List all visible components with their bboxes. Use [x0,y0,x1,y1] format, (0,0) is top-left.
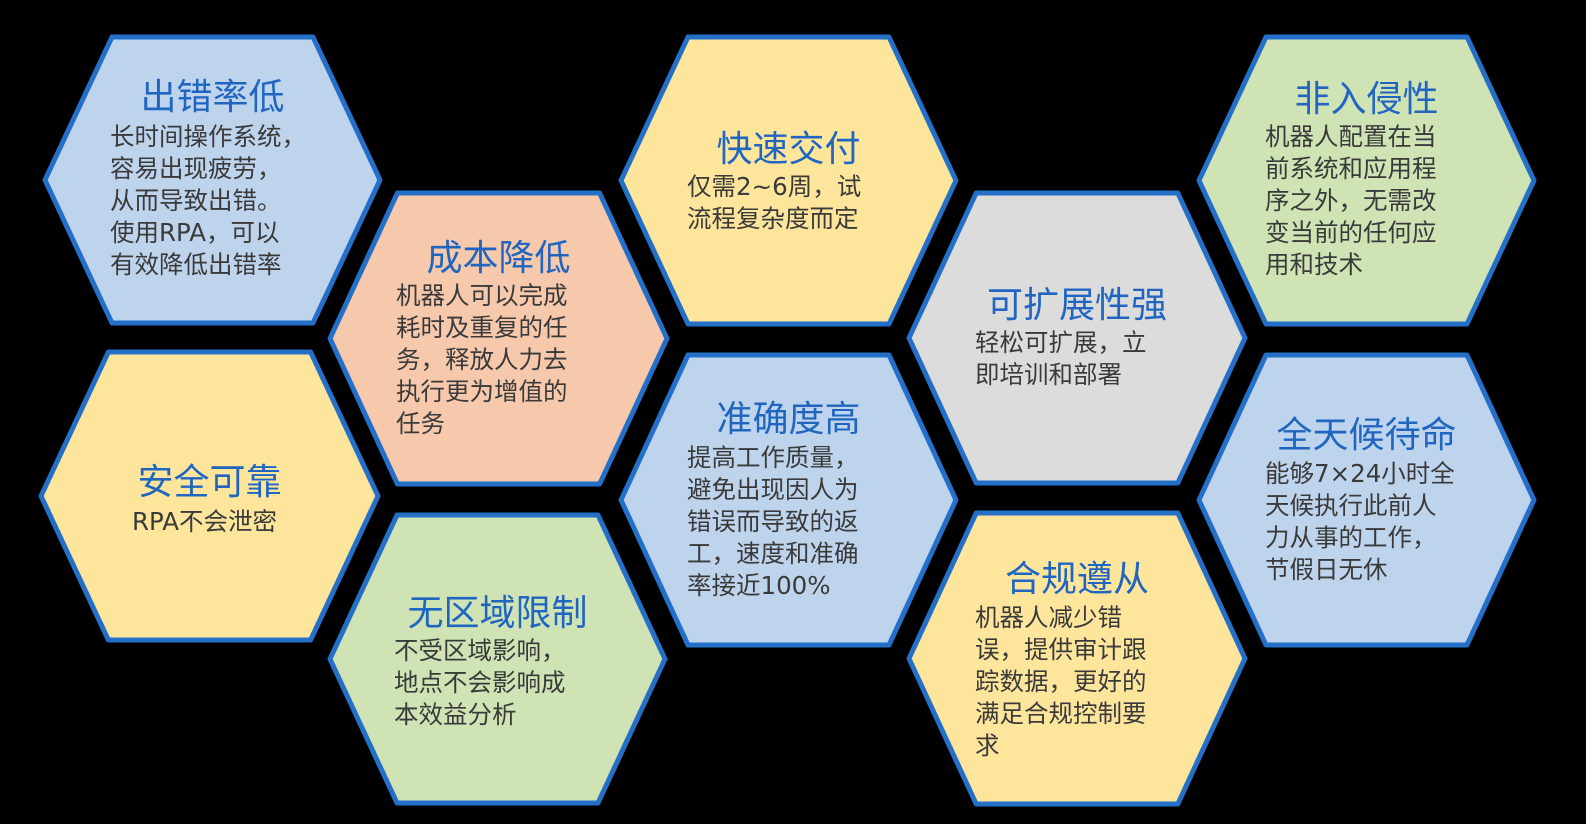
hex-cost-reduce: 成本降低 机器人可以完成 耗时及重复的任 务，释放人力去 执行更为增值的 任务 [330,193,667,484]
hex-body-line: 工，速度和准确 [687,539,859,568]
hexagon-no-region [327,512,668,806]
hexagon-cost-reduce [327,190,670,487]
hex-body-line: 轻松可扩展，立 [975,328,1147,357]
hex-body-line: 天候执行此前人 [1265,491,1437,520]
hex-title: 准确度高 [716,399,861,440]
hex-body-line: 变当前的任何应 [1265,218,1437,247]
hexagon-compliance [906,510,1248,807]
hex-body-line: 不受区域影响， [394,636,566,665]
hex-body-line: 从而导致出错。 [110,186,282,215]
hex-title: 快速交付 [716,129,861,170]
hex-body: 能够7×24小时全 天候执行此前人 力从事的工作， 节假日无休 [1265,458,1455,586]
hexagon-safe [38,349,381,643]
hex-body-line: 序之外，无需改 [1265,186,1437,215]
hex-body-line: 使用RPA，可以 [110,218,280,247]
hex-body-line: 满足合规控制要 [975,699,1147,728]
hex-title: 出错率低 [140,77,285,118]
hex-body: 仅需2~6周，试 流程复杂度而定 [687,171,861,235]
hexagon-non-invasive [1196,34,1537,327]
hex-body-line: 容易出现疲劳， [110,154,282,183]
hex-compliance: 合规遵从 机器人减少错 误，提供审计跟 踪数据，更好的 满足合规控制要 求 [909,513,1245,804]
hex-body-line: 求 [975,731,1000,760]
hex-body-line: 地点不会影响成 [394,668,566,697]
hex-body-line: 率接近100% [687,571,831,600]
hex-title: 成本降低 [426,238,571,279]
hex-title: 合规遵从 [1004,559,1149,600]
hex-body-line: 耗时及重复的任 [396,313,568,342]
hexagon-scalable [906,190,1248,486]
hex-title: 安全可靠 [137,462,282,503]
hex-fast-delivery: 快速交付 仅需2~6周，试 流程复杂度而定 [621,37,956,324]
hex-body: 不受区域影响， 地点不会影响成 本效益分析 [394,635,566,731]
hex-no-region: 无区域限制 不受区域影响， 地点不会影响成 本效益分析 [330,515,665,803]
hex-body-line: 长时间操作系统， [110,122,306,151]
hex-body: RPA不会泄密 [132,506,277,538]
hex-safe: 安全可靠 RPA不会泄密 [41,352,378,640]
hex-body: 机器人配置在当 前系统和应用程 序之外，无需改 变当前的任何应 用和技术 [1265,121,1437,281]
hexagon-always-on [1196,352,1537,648]
hex-title: 可扩展性强 [986,285,1167,326]
hex-body-line: 能够7×24小时全 [1265,459,1455,488]
hex-non-invasive: 非入侵性 机器人配置在当 前系统和应用程 序之外，无需改 变当前的任何应 用和技… [1199,37,1534,324]
hex-low-error: 出错率低 长时间操作系统， 容易出现疲劳， 从而导致出错。 使用RPA，可以 有… [45,37,380,323]
hex-body-line: 本效益分析 [394,700,517,729]
hex-body-line: 踪数据，更好的 [975,667,1147,696]
hex-body: 轻松可扩展，立 即培训和部署 [975,327,1147,391]
hex-body-line: 避免出现因人为 [687,475,859,504]
hex-title: 无区域限制 [407,593,588,634]
hex-body-line: 前系统和应用程 [1265,154,1437,183]
hex-scalable: 可扩展性强 轻松可扩展，立 即培训和部署 [909,193,1245,483]
hex-body: 机器人可以完成 耗时及重复的任 务，释放人力去 执行更为增值的 任务 [396,280,568,440]
hex-body-line: 有效降低出错率 [110,250,282,279]
hex-body-line: 机器人配置在当 [1265,122,1437,151]
hex-body-line: 任务 [396,409,445,438]
hexagon-low-error [42,34,383,326]
hex-body: 提高工作质量， 避免出现因人为 错误而导致的返 工，速度和准确 率接近100% [687,442,859,602]
hex-body-line: 务，释放人力去 [396,345,568,374]
hex-body-line: 节假日无休 [1265,555,1388,584]
hex-body-line: 错误而导致的返 [687,507,859,536]
hex-body: 机器人减少错 误，提供审计跟 踪数据，更好的 满足合规控制要 求 [975,602,1147,762]
hex-accuracy: 准确度高 提高工作质量， 避免出现因人为 错误而导致的返 工，速度和准确 率接近… [621,355,956,645]
hex-body-line: 仅需2~6周，试 [687,172,862,201]
hex-body-line: 机器人可以完成 [396,281,568,310]
hex-body-line: 机器人减少错 [975,603,1122,632]
hexagon-fast-delivery [618,34,959,327]
hex-title: 非入侵性 [1294,79,1439,120]
hex-body: 长时间操作系统， 容易出现疲劳， 从而导致出错。 使用RPA，可以 有效降低出错… [110,121,306,281]
hexagon-accuracy [618,352,959,648]
hex-body-line: 流程复杂度而定 [687,204,859,233]
hex-title: 全天候待命 [1276,415,1457,456]
hex-body-line: 力从事的工作， [1265,523,1437,552]
hex-always-on: 全天候待命 能够7×24小时全 天候执行此前人 力从事的工作， 节假日无休 [1199,355,1534,645]
hex-body-line: 提高工作质量， [687,443,859,472]
hex-body-line: 用和技术 [1265,250,1363,279]
hex-body-line: 执行更为增值的 [396,377,568,406]
hex-body-line: 误，提供审计跟 [975,635,1147,664]
hex-body-line: RPA不会泄密 [132,507,277,536]
hex-body-line: 即培训和部署 [975,360,1122,389]
